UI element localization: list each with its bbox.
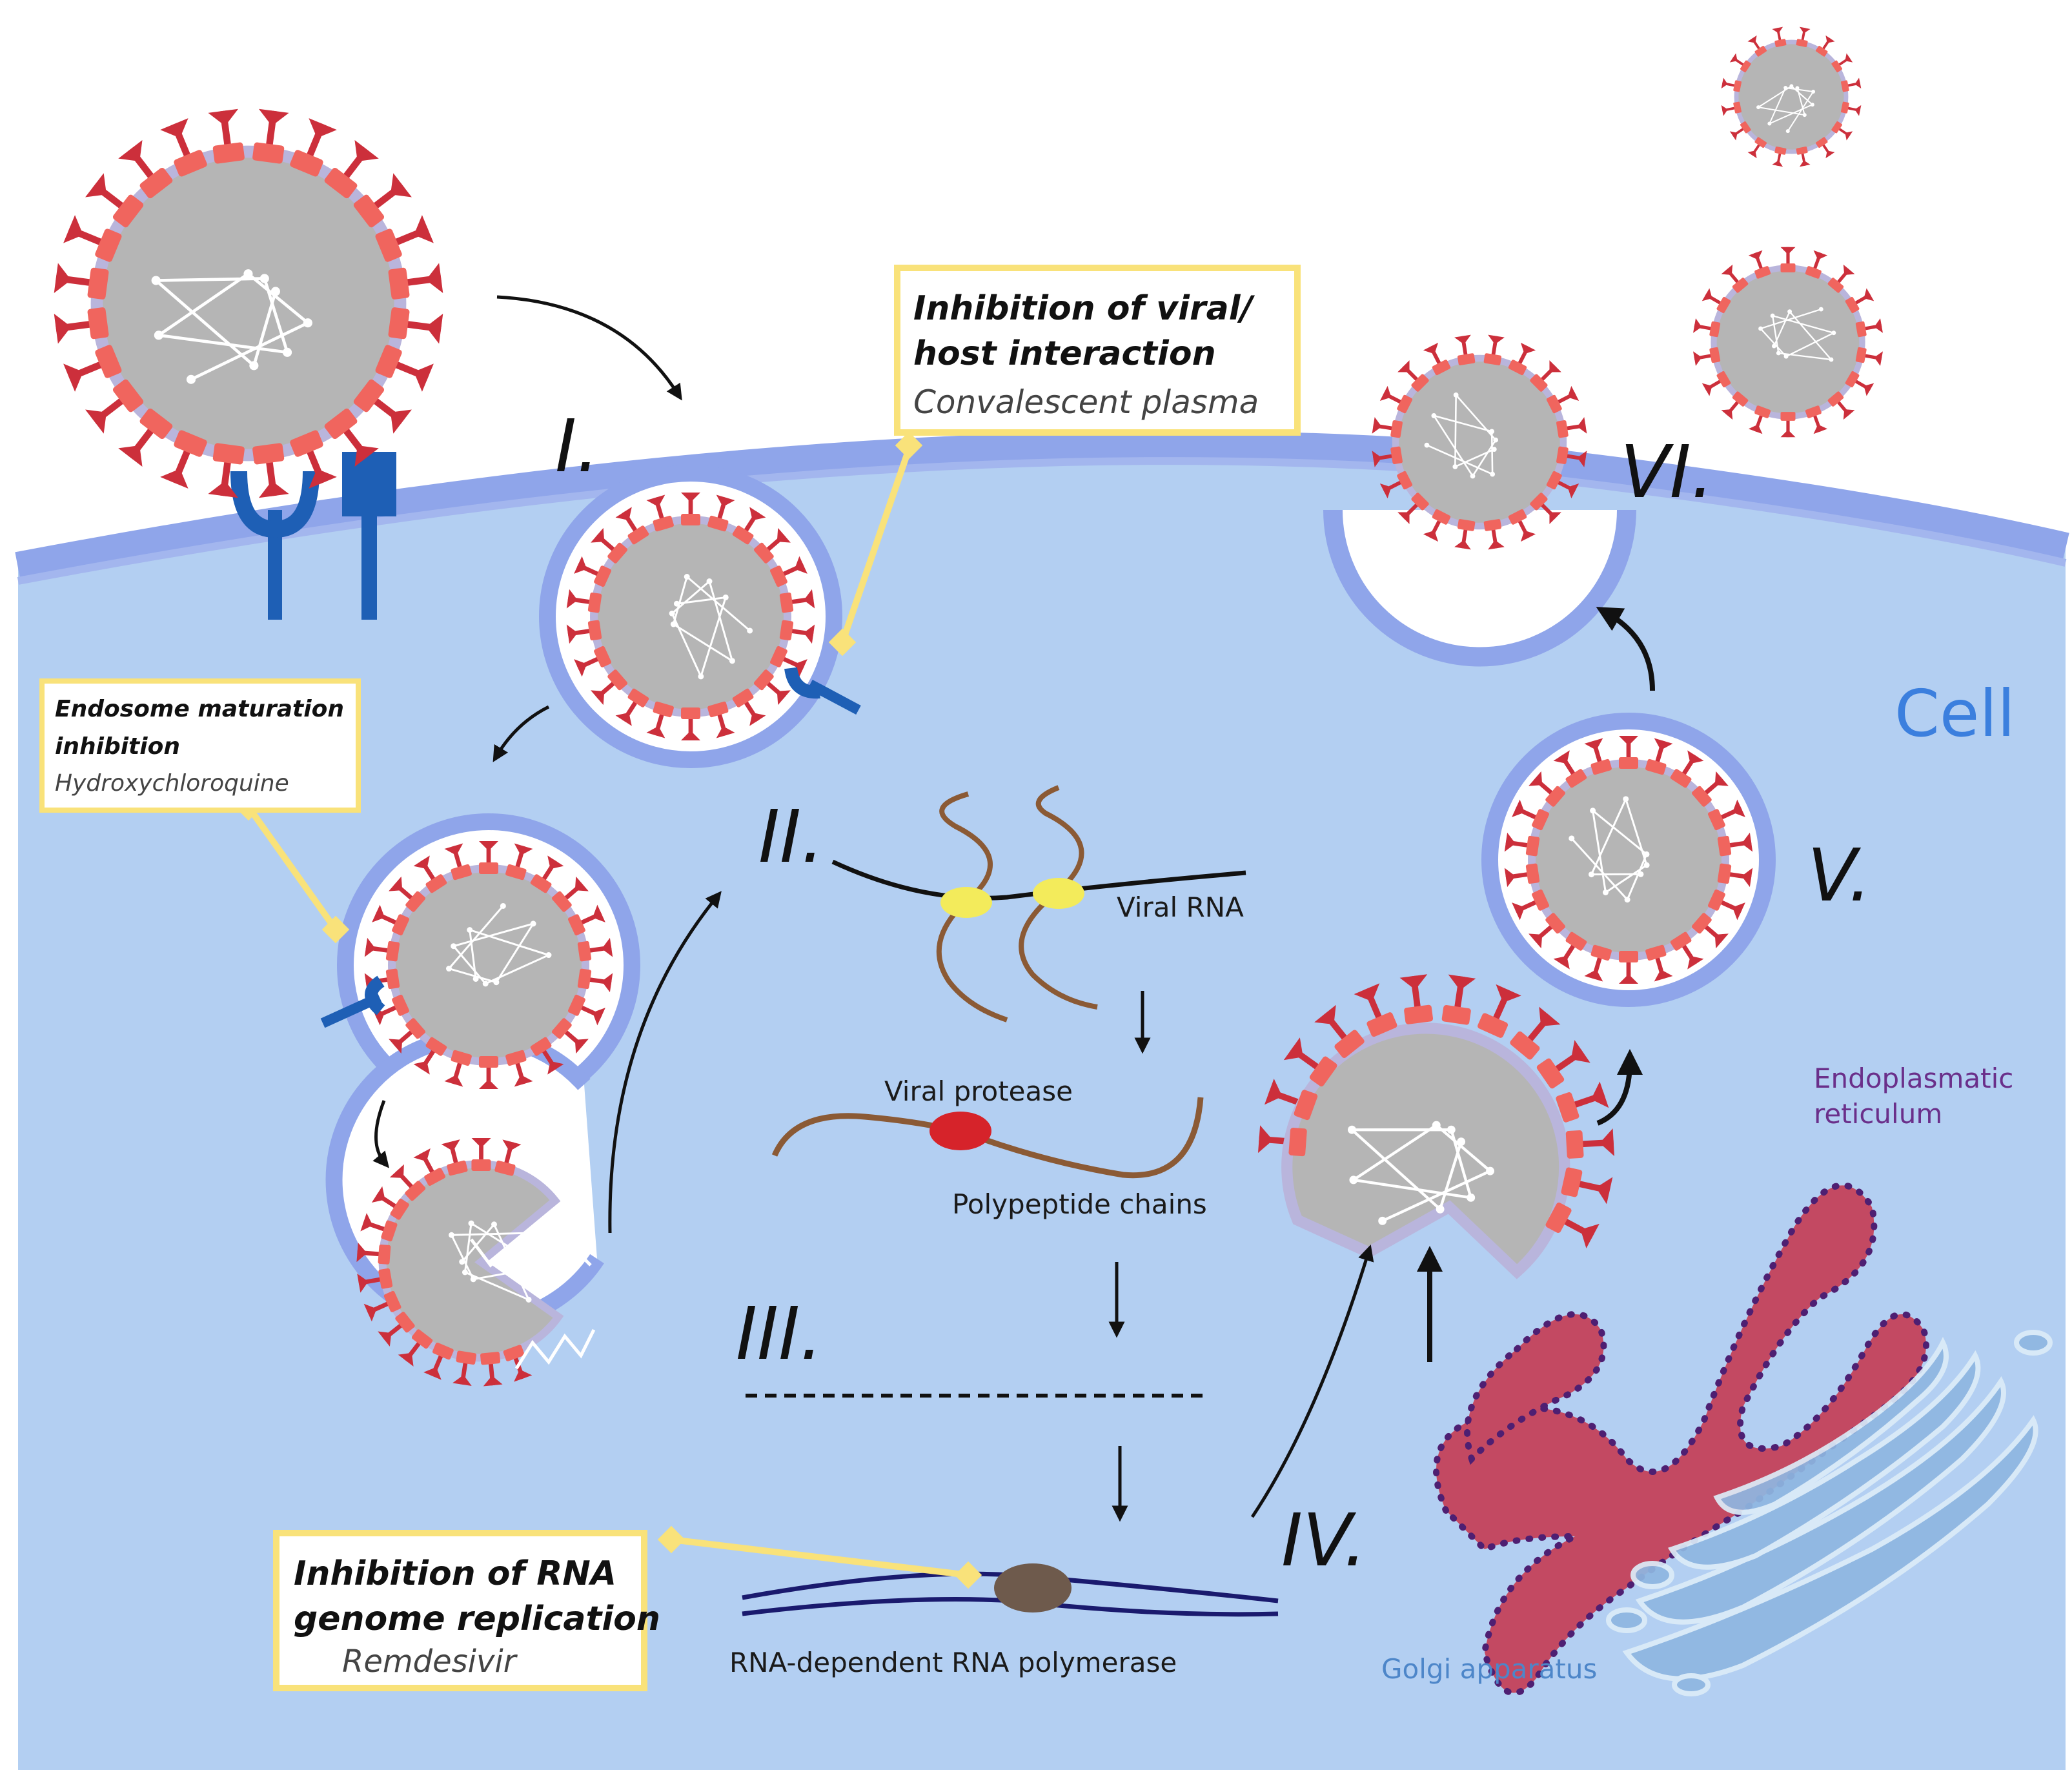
cell-membrane [15, 431, 2069, 584]
released-rna-2 [514, 1328, 596, 1370]
budding-membrane [1323, 509, 1636, 667]
replication-drug: Remdesivir [342, 1643, 518, 1680]
virion-export [1504, 736, 1753, 984]
callout-interaction-box [894, 265, 1301, 436]
golgi-label: Golgi apparatus [1381, 1653, 1597, 1685]
step-ii-label: II. [758, 795, 824, 879]
viral-protease-icon [929, 1112, 991, 1150]
released-rna-1 [470, 1238, 592, 1272]
replication-title-2: genome replication [294, 1600, 660, 1638]
viral-rna-label: Viral RNA [1117, 891, 1244, 923]
ribosome-2 [1033, 878, 1084, 909]
cell-membrane-inner [17, 457, 2067, 585]
interaction-title-1: Inhibition of viral/ [913, 289, 1255, 328]
polypeptide-chain-1 [936, 791, 1008, 1022]
virion-uncoating [356, 1137, 564, 1387]
rna-polymerase-icon [994, 1563, 1072, 1612]
er-label-1: Endoplasmatic [1814, 1063, 2013, 1094]
viral-protease-label: Viral protease [884, 1075, 1073, 1107]
polymerase-label: RNA-dependent RNA polymerase [729, 1647, 1177, 1678]
interaction-drug: Convalescent plasma [913, 383, 1259, 421]
receptor-in-vesicle [784, 667, 861, 715]
receptor-in-endosome [320, 975, 385, 1028]
step-iii-label: III. [736, 1292, 823, 1376]
virion-endosome [364, 841, 613, 1089]
callout-connectors [245, 444, 969, 1578]
endosome-title-2: inhibition [55, 733, 180, 760]
polypeptide-chain-2 [1019, 785, 1098, 1010]
ribosome-1 [940, 887, 992, 918]
virion-budding [1372, 334, 1587, 550]
viral-rna-strand [831, 859, 1246, 900]
golgi-apparatus [1606, 1330, 2053, 1696]
host-receptors [230, 452, 396, 620]
endoplasmic-reticulum [1433, 1182, 1929, 1696]
cell-label: Cell [1894, 676, 2015, 751]
virions [54, 26, 1883, 1387]
step-i-label: I. [555, 405, 600, 489]
step-iv-label: IV. [1281, 1499, 1366, 1583]
replication-title-1: Inhibition of RNA [294, 1554, 616, 1593]
interaction-title-2: host interaction [913, 334, 1216, 373]
virion-extracellular [54, 108, 443, 498]
virion-entry [566, 493, 815, 740]
process-arrows [372, 295, 1655, 1522]
virion-released-2 [1721, 26, 1862, 167]
er-label-2: reticulum [1814, 1098, 1942, 1130]
callout-endosome-box [39, 678, 361, 813]
endosome-title-1: Endosome maturation [55, 696, 344, 722]
virion-assembly [1257, 974, 1614, 1279]
endosome-drug: Hydroxychloroquine [55, 770, 289, 797]
step-v-label: V. [1807, 834, 1871, 918]
step-vi-label: VI. [1620, 431, 1714, 514]
callout-replication-box [273, 1530, 647, 1691]
virion-released-1 [1693, 247, 1883, 438]
polypeptide-label: Polypeptide chains [952, 1188, 1207, 1220]
